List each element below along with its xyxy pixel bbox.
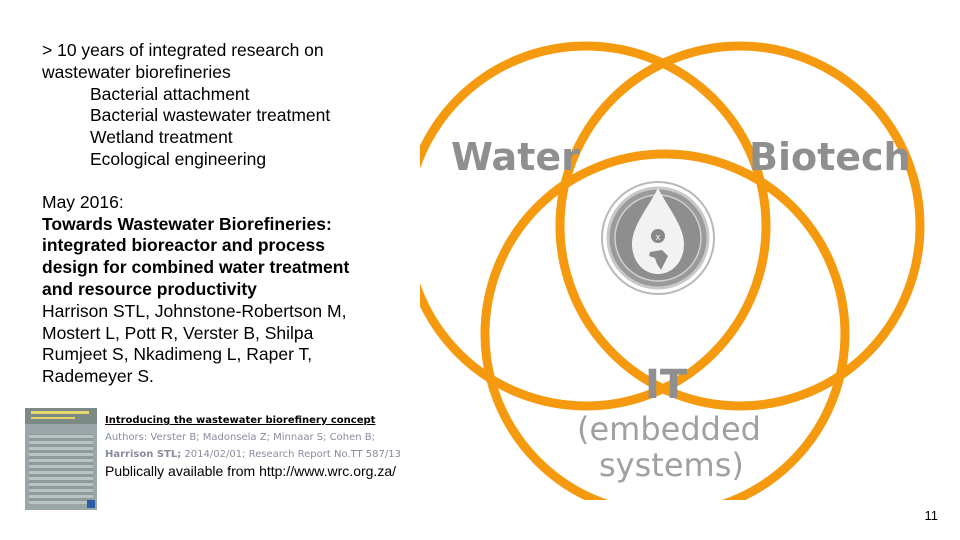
report-title-line: integrated bioreactor and process — [42, 235, 325, 256]
topic-item: Bacterial wastewater treatment — [90, 105, 331, 126]
reference-author-bold: Harrison STL; — [105, 449, 182, 460]
report-title-line: design for combined water treatment — [42, 257, 350, 278]
report-authors-line: Harrison STL, Johnstone-Robertson M, — [42, 300, 347, 321]
biotech-circle — [555, 41, 925, 411]
report-title-line: and resource productivity — [42, 278, 257, 299]
venn-diagram: x — [420, 41, 925, 500]
it-sub-label: (embedded — [577, 410, 761, 448]
page-number: 11 — [924, 508, 939, 523]
topic-item: Ecological engineering — [90, 148, 267, 169]
intro-line-2: wastewater biorefineries — [42, 61, 231, 82]
reference-text: Introducing the wastewater biorefinery c… — [105, 412, 425, 480]
water-drop-africa-icon: x — [601, 181, 715, 295]
report-cover-thumbnail — [25, 408, 97, 510]
report-authors-line: Rumjeet S, Nkadimeng L, Raper T, — [42, 344, 313, 365]
svg-text:x: x — [655, 233, 661, 243]
report-authors-line: Rademeyer S. — [42, 366, 154, 387]
reference-availability: Publically available from http://www.wrc… — [105, 463, 396, 479]
it-circle — [480, 149, 850, 500]
report-authors-line: Mostert L, Pott R, Verster B, Shilpa — [42, 322, 314, 343]
reference-details: Harrison STL; 2014/02/01; Research Repor… — [105, 446, 425, 463]
reference-date-number: 2014/02/01; Research Report No.TT 587/13 — [181, 449, 401, 460]
biotech-label: Biotech — [749, 135, 911, 179]
intro-line-1: > 10 years of integrated research on — [42, 40, 324, 60]
spacer — [42, 171, 422, 192]
topic-item: Bacterial attachment — [90, 83, 250, 104]
it-sub-label: systems) — [599, 446, 744, 484]
it-label: IT — [645, 362, 688, 408]
report-date: May 2016: — [42, 191, 124, 212]
research-summary: > 10 years of integrated research on was… — [42, 40, 422, 388]
report-title-line: Towards Wastewater Biorefineries: — [42, 213, 332, 234]
water-label: Water — [451, 135, 580, 179]
reference-authors: Authors: Verster B; Madonsela Z; Minnaar… — [105, 432, 375, 443]
reference-title-link[interactable]: Introducing the wastewater biorefinery c… — [105, 415, 376, 426]
topic-item: Wetland treatment — [90, 127, 233, 148]
water-circle — [420, 41, 771, 411]
